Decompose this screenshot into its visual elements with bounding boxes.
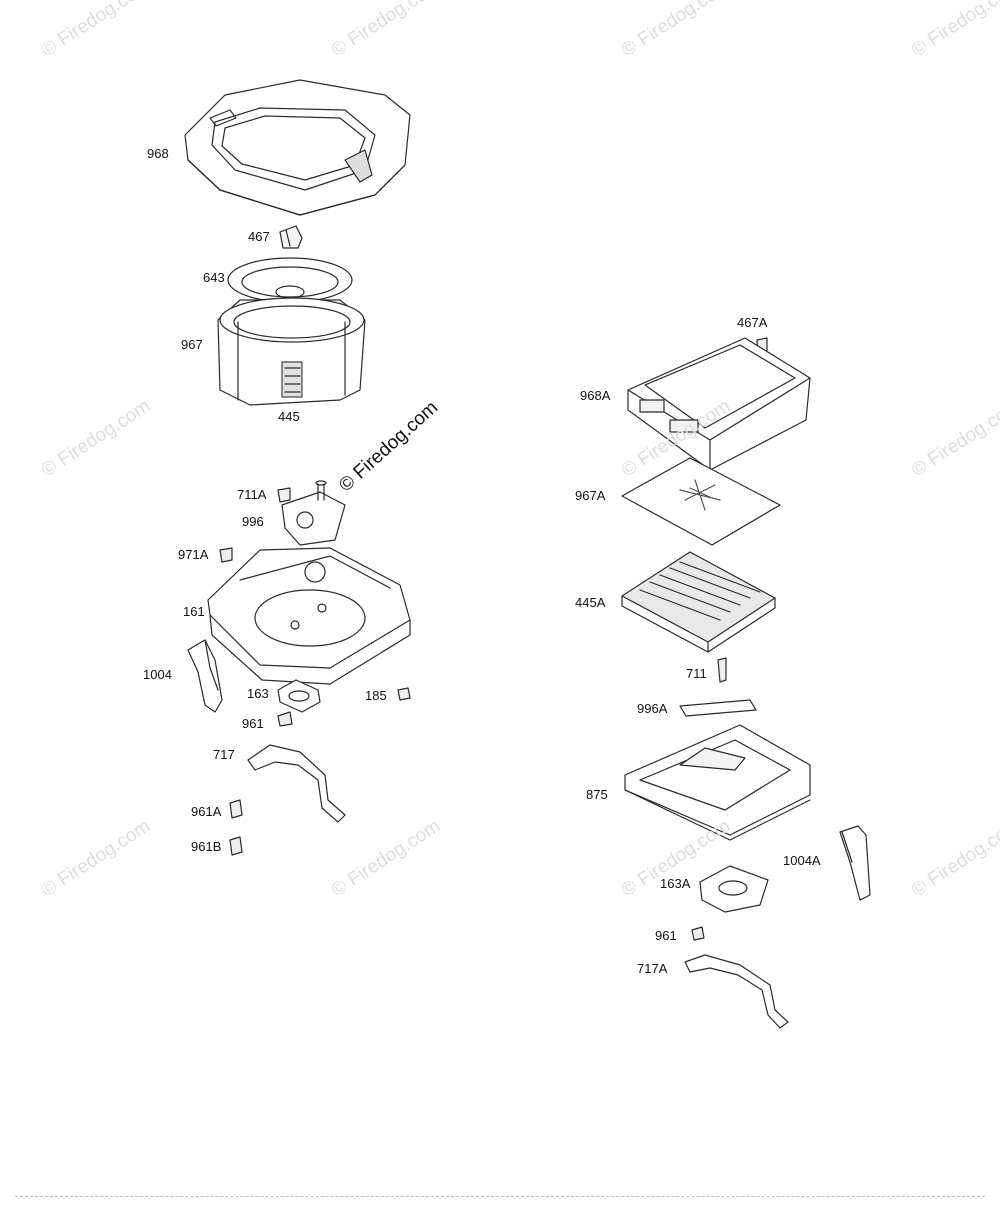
label-161: 161 <box>183 604 205 619</box>
label-961: 961 <box>242 716 264 731</box>
part-163A-gasket <box>699 865 769 913</box>
part-717-bracket <box>247 744 346 823</box>
label-163: 163 <box>247 686 269 701</box>
part-961-screw-right <box>691 926 705 941</box>
part-467-knob <box>279 225 303 249</box>
part-961B-bolt <box>229 836 243 856</box>
label-445: 445 <box>278 409 300 424</box>
label-961-right: 961 <box>655 928 677 943</box>
label-185: 185 <box>365 688 387 703</box>
label-163A: 163A <box>660 876 691 891</box>
label-717: 717 <box>213 747 235 762</box>
part-996-plate <box>281 480 346 546</box>
label-971A: 971A <box>178 547 209 562</box>
label-968A: 968A <box>580 388 611 403</box>
part-1004A-duct <box>839 825 871 901</box>
page-bottom-divider <box>15 1196 985 1197</box>
label-1004A: 1004A <box>783 853 821 868</box>
part-967-445-filter <box>217 297 366 406</box>
label-467: 467 <box>248 229 270 244</box>
label-1004: 1004 <box>143 667 172 682</box>
part-445A-filter <box>621 551 776 653</box>
part-163-gasket <box>277 679 321 713</box>
part-971A-bolt <box>219 547 233 563</box>
label-961B: 961B <box>191 839 222 854</box>
part-961A-bolt <box>229 799 243 819</box>
label-967A: 967A <box>575 488 606 503</box>
label-968: 968 <box>147 146 169 161</box>
label-643: 643 <box>203 270 225 285</box>
label-996A: 996A <box>637 701 668 716</box>
part-711A-screw <box>277 487 291 503</box>
label-967: 967 <box>181 337 203 352</box>
part-161-base <box>207 547 411 685</box>
part-185-nut <box>397 687 411 701</box>
label-467A: 467A <box>737 315 768 330</box>
label-445A: 445A <box>575 595 606 610</box>
label-711: 711 <box>686 666 707 681</box>
part-643-pre-cleaner <box>227 257 353 303</box>
part-967A-prefilter <box>621 457 781 546</box>
part-717A-bracket <box>684 954 789 1029</box>
label-996: 996 <box>242 514 264 529</box>
part-961-screw <box>277 711 293 727</box>
part-1004-duct <box>187 639 223 713</box>
label-961A: 961A <box>191 804 222 819</box>
label-875: 875 <box>586 787 608 802</box>
part-996A-strip <box>679 699 757 717</box>
part-968-air-cleaner-cover <box>184 79 411 216</box>
part-875-base <box>624 724 811 841</box>
part-711-screw <box>717 657 727 683</box>
label-711A: 711A <box>237 487 267 502</box>
part-968A-cover <box>627 337 811 471</box>
label-717A: 717A <box>637 961 668 976</box>
